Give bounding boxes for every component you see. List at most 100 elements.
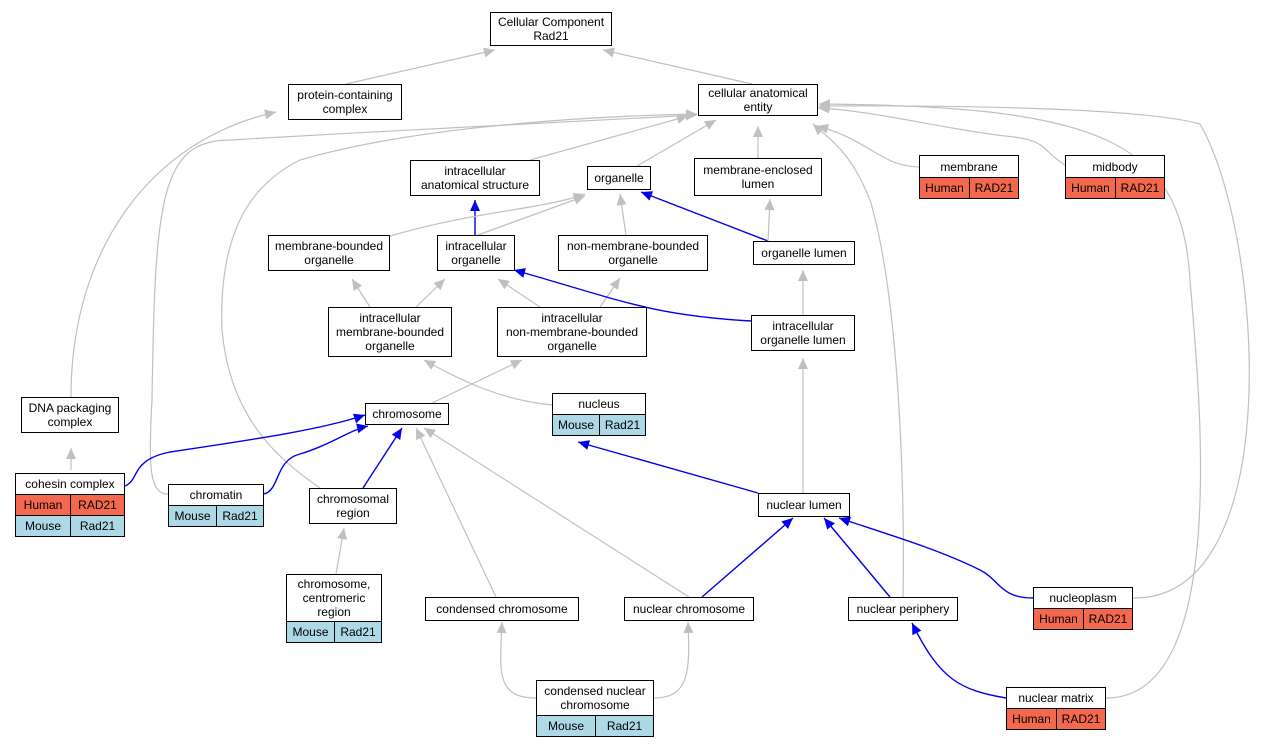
relation-edge — [911, 622, 1007, 699]
relation-edge — [423, 359, 553, 406]
go-term-midbody[interactable]: midbody — [1065, 155, 1165, 178]
go-term-protein-complex[interactable]: protein-containing complex — [288, 84, 402, 120]
go-term-intracellular-organelle[interactable]: intracellular organelle — [437, 235, 515, 271]
arrowhead — [356, 423, 368, 434]
arrowhead — [798, 358, 808, 369]
relation-edge — [345, 49, 496, 85]
go-term-membrane-enclosed-lumen[interactable]: membrane-enclosed lumen — [694, 158, 822, 196]
arrowhead — [470, 200, 480, 211]
arrowhead — [391, 428, 402, 440]
go-term-nuclear-lumen[interactable]: nuclear lumen — [758, 493, 850, 517]
go-term-chromosomal-region[interactable]: chromosomal region — [309, 488, 397, 524]
go-term-nucleus[interactable]: nucleus — [552, 393, 646, 415]
relation-edge — [70, 111, 277, 398]
relation-edge — [817, 107, 1066, 166]
arrowhead — [416, 428, 426, 441]
relation-edge — [415, 427, 497, 598]
go-term-ic-non-membrane-bounded[interactable]: intracellular non-membrane-bounded organ… — [497, 307, 647, 357]
go-term-non-membrane-bounded-organelle[interactable]: non-membrane-bounded organelle — [558, 235, 708, 271]
relation-edge — [816, 125, 920, 168]
relation-edge — [500, 621, 537, 699]
gene-badge-chromatin: Rad21 — [216, 505, 264, 527]
go-term-organelle[interactable]: organelle — [587, 166, 651, 190]
species-badge-midbody: Human — [1065, 177, 1116, 199]
arrowhead — [813, 124, 825, 136]
go-term-nuclear-chromosome[interactable]: nuclear chromosome — [624, 597, 754, 621]
species-badge-chromatin: Mouse — [168, 505, 217, 527]
arrowhead — [424, 360, 437, 370]
gene-badge-nucleoplasm: RAD21 — [1083, 608, 1133, 630]
go-term-nuclear-matrix[interactable]: nuclear matrix — [1006, 687, 1106, 709]
relation-edge — [818, 103, 1202, 699]
relation-edge — [636, 119, 717, 167]
arrowhead — [798, 270, 808, 281]
go-term-dna-packaging[interactable]: DNA packaging complex — [21, 397, 119, 433]
arrowhead — [683, 622, 694, 634]
arrowhead — [337, 528, 348, 540]
species-badge-nucleus: Mouse — [552, 414, 600, 436]
arrowhead — [483, 47, 495, 58]
gene-badge-nuclear-matrix: RAD21 — [1056, 708, 1106, 730]
gene-badge-cohesin: RAD21 — [70, 494, 125, 516]
arrowhead — [509, 360, 522, 370]
relation-edge — [263, 425, 369, 495]
relation-edge — [513, 269, 752, 322]
arrowhead — [572, 195, 585, 205]
go-term-cohesin[interactable]: cohesin complex — [15, 473, 125, 495]
relation-edge — [389, 193, 586, 237]
relation-edge — [423, 427, 690, 598]
go-term-chromatin[interactable]: chromatin — [168, 484, 264, 506]
go-term-centromeric[interactable]: chromosome, centromeric region — [286, 574, 382, 622]
arrowhead — [66, 448, 76, 459]
go-term-chromosome[interactable]: chromosome — [365, 403, 449, 425]
go-term-condensed-nuclear[interactable]: condensed nuclear chromosome — [536, 680, 654, 716]
go-term-cc-root[interactable]: Cellular Component Rad21 — [490, 12, 612, 46]
species-badge-cohesin: Human — [15, 494, 71, 516]
species-badge-membrane: Human — [919, 177, 970, 199]
go-term-organelle-lumen[interactable]: organelle lumen — [753, 241, 855, 265]
relation-edge — [818, 105, 1250, 599]
arrowhead — [839, 516, 852, 527]
relation-edge — [701, 517, 794, 598]
go-term-nucleoplasm[interactable]: nucleoplasm — [1033, 587, 1133, 609]
arrowhead — [514, 268, 526, 278]
arrowhead — [264, 109, 276, 120]
relation-edge — [577, 441, 759, 494]
arrowhead — [819, 99, 831, 110]
relation-edge — [838, 517, 1034, 599]
arrowhead — [753, 126, 763, 137]
go-term-ic-membrane-bounded[interactable]: intracellular membrane-bounded organelle — [328, 307, 452, 357]
arrowhead — [685, 109, 697, 120]
relation-edge — [640, 191, 769, 242]
relation-edge — [149, 114, 698, 495]
go-term-ic-organelle-lumen[interactable]: intracellular organelle lumen — [751, 315, 855, 351]
relation-edge — [221, 113, 698, 489]
gene-badge-midbody: RAD21 — [1115, 177, 1165, 199]
arrowhead — [352, 279, 363, 291]
arrowhead — [764, 199, 775, 211]
gene-badge-centromeric: Rad21 — [334, 621, 382, 643]
relation-edge — [823, 517, 891, 598]
go-term-membrane-bounded-organelle[interactable]: membrane-bounded organelle — [268, 235, 390, 271]
relation-edge — [602, 49, 753, 85]
go-term-nuclear-periphery[interactable]: nuclear periphery — [848, 597, 958, 621]
go-term-intracellular-structure[interactable]: intracellular anatomical structure — [410, 160, 540, 196]
arrowhead — [641, 191, 654, 201]
arrowhead — [703, 120, 716, 130]
arrowhead — [424, 428, 436, 439]
arrowhead — [912, 623, 922, 636]
relation-edge — [653, 621, 690, 699]
go-term-condensed-chromosome[interactable]: condensed chromosome — [425, 597, 579, 621]
relation-edge — [362, 427, 403, 489]
gene-badge-membrane: RAD21 — [969, 177, 1019, 199]
go-term-membrane[interactable]: membrane — [919, 155, 1019, 178]
arrowhead — [609, 278, 620, 290]
species-badge-cohesin: Mouse — [15, 515, 71, 537]
gene-badge-condensed-nuclear: Rad21 — [595, 715, 654, 737]
go-term-anatomical-entity[interactable]: cellular anatomical entity — [698, 84, 818, 116]
arrowhead — [824, 518, 835, 530]
arrowhead — [352, 413, 365, 424]
relation-edge — [124, 414, 366, 487]
